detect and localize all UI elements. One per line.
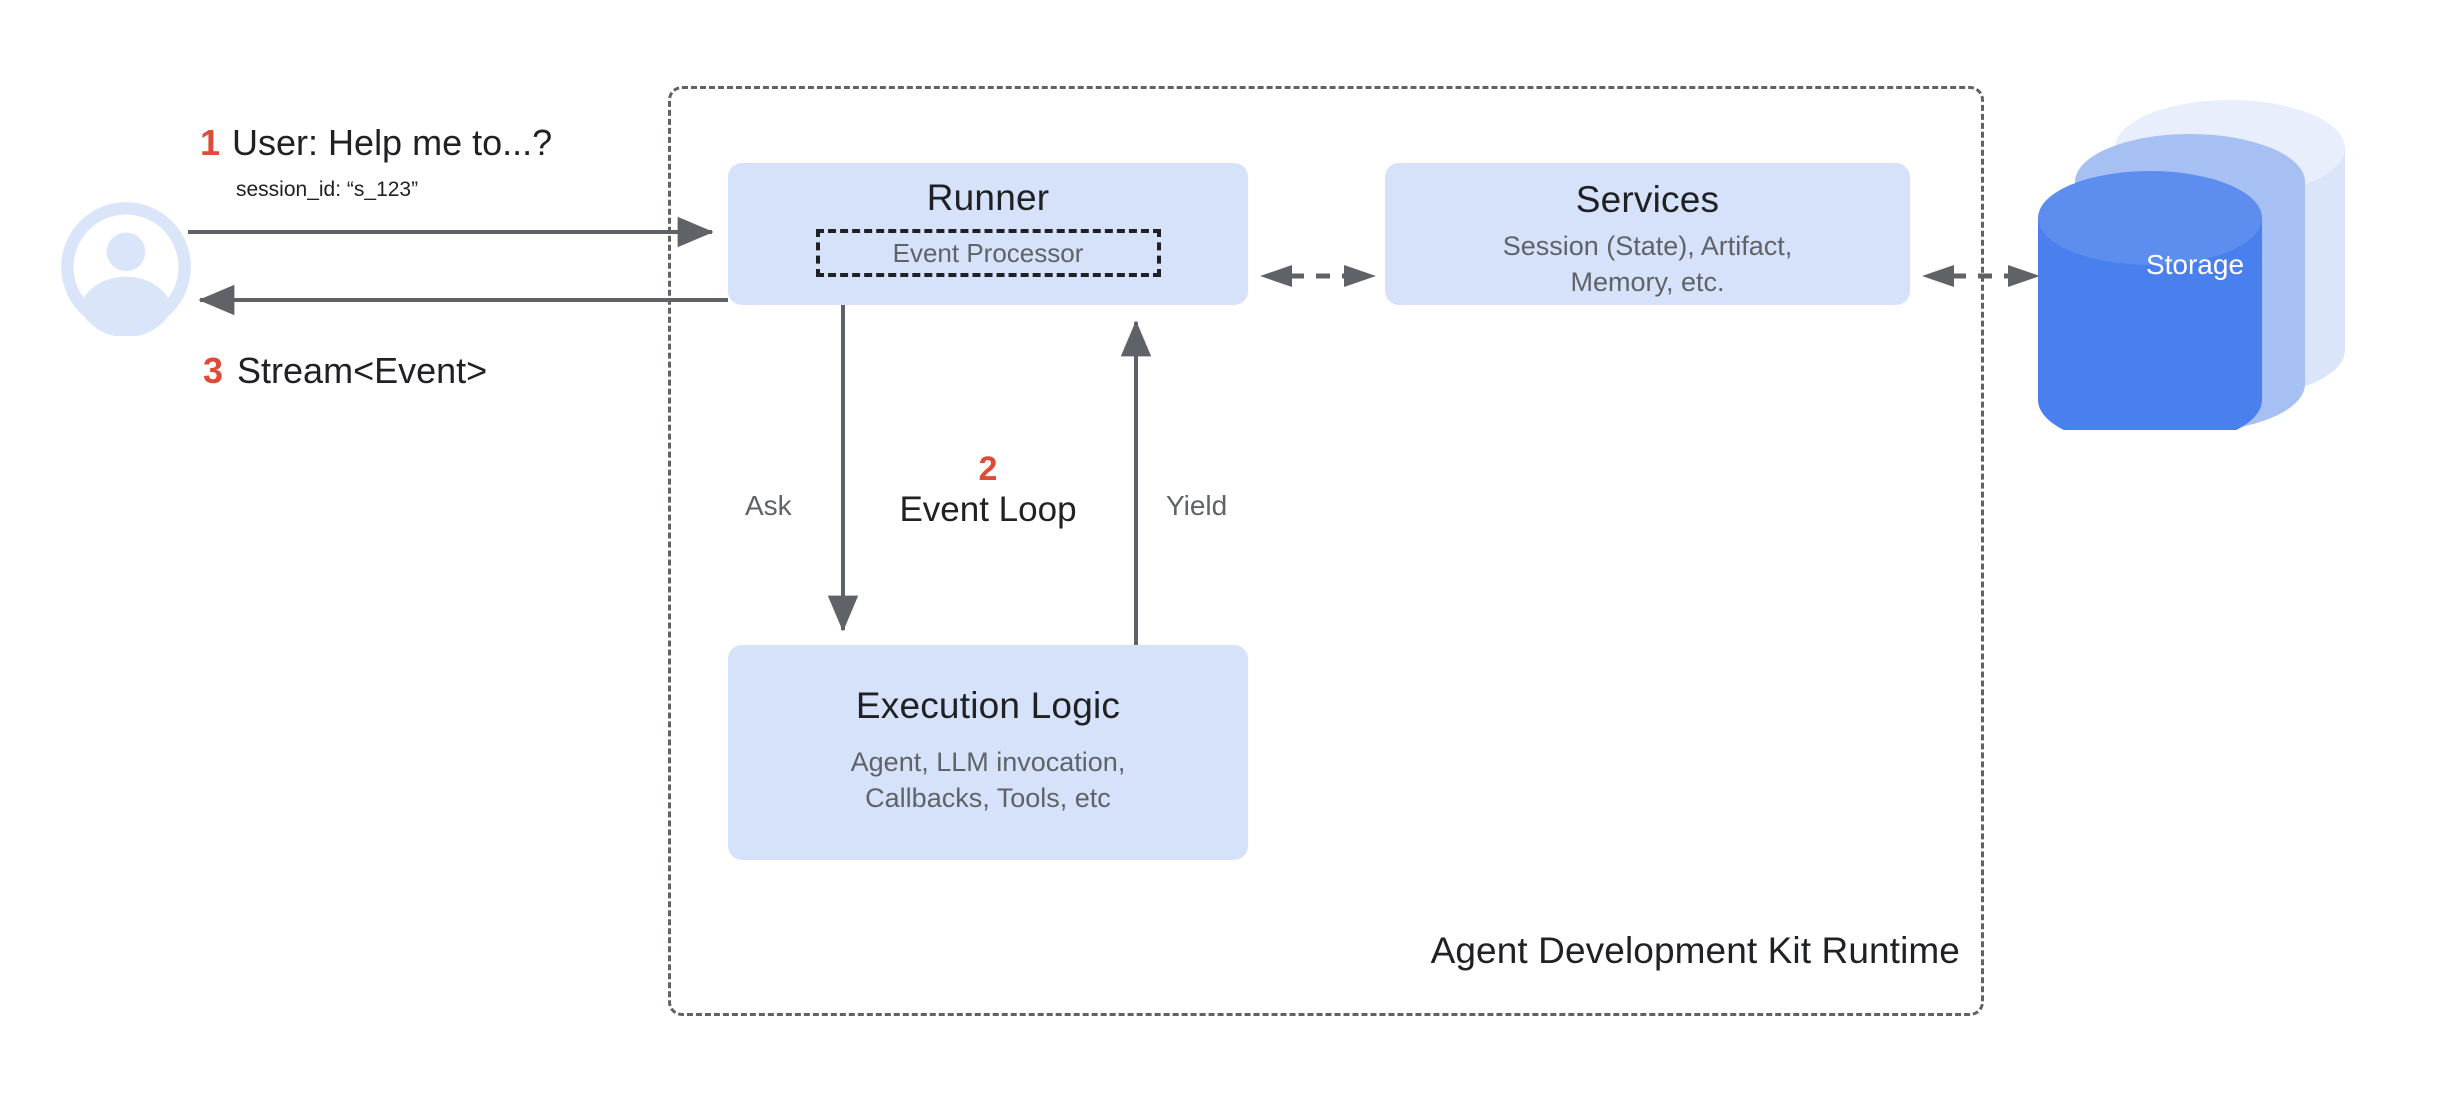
step-2-text: Event Loop <box>899 489 1077 529</box>
event-loop-annotation: 2 Event Loop <box>878 450 1098 531</box>
execution-logic-subtitle: Agent, LLM invocation, Callbacks, Tools,… <box>850 747 1126 813</box>
storage-cylinder-icon[interactable] <box>2030 100 2430 430</box>
session-id-label: session_id: “s_123” <box>236 178 419 201</box>
ask-edge-label: Ask <box>745 490 792 521</box>
runner-node[interactable]: Runner Event Processor <box>728 163 1248 305</box>
yield-edge-label: Yield <box>1166 490 1228 521</box>
storage-cylinder-front <box>2038 171 2262 430</box>
step-1-text: User: Help me to...? <box>232 122 553 163</box>
step-1-annotation: 1 User: Help me to...? <box>200 122 552 164</box>
event-processor-label: Event Processor <box>892 237 1084 268</box>
user-avatar-icon <box>61 202 191 336</box>
services-title: Services <box>1575 179 1720 220</box>
step-3-text: Stream<Event> <box>237 350 488 391</box>
runtime-title-label: Agent Development Kit Runtime <box>1430 930 1960 971</box>
services-subtitle: Session (State), Artifact, Memory, etc. <box>1502 231 1793 297</box>
execution-logic-title: Execution Logic <box>855 685 1121 726</box>
execution-logic-node[interactable]: Execution Logic Agent, LLM invocation, C… <box>728 645 1248 860</box>
services-node[interactable]: Services Session (State), Artifact, Memo… <box>1385 163 1910 305</box>
step-2-number: 2 <box>978 450 998 488</box>
step-3-annotation: 3 Stream<Event> <box>203 350 487 392</box>
runner-title: Runner <box>926 177 1050 218</box>
step-3-number: 3 <box>203 350 224 391</box>
event-processor-box[interactable]: Event Processor <box>815 229 1161 277</box>
step-1-number: 1 <box>200 122 221 163</box>
adk-runtime-boundary <box>668 86 1984 1016</box>
